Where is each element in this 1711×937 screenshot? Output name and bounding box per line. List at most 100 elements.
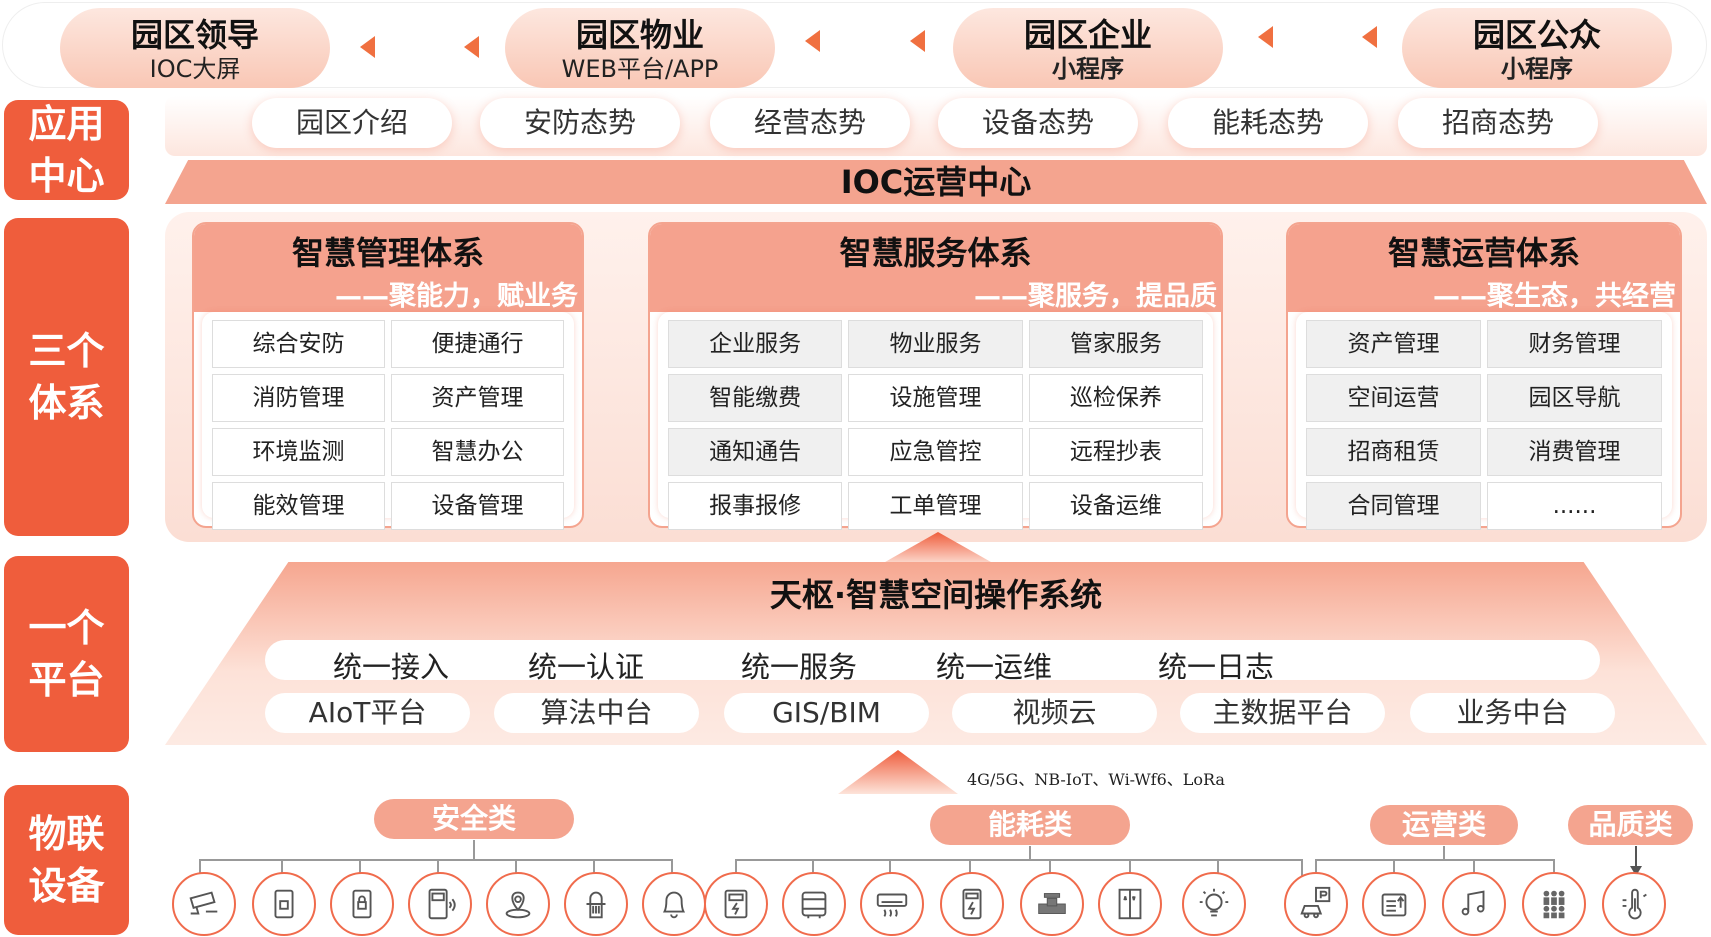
category-energy: 能耗类 xyxy=(930,805,1130,845)
electric-meter-icon xyxy=(704,872,768,936)
system-cell: 智慧办公 xyxy=(391,428,564,476)
access-card-icon xyxy=(252,872,316,936)
system-grid: 企业服务 物业服务 管家服务 智能缴费 设施管理 巡检保养 通知通告 应急管控 … xyxy=(668,320,1203,530)
arrow-left-icon xyxy=(910,30,925,52)
user-public: 园区公众 小程序 xyxy=(1402,8,1672,88)
system-cell: 消费管理 xyxy=(1487,428,1662,476)
platform-module: 算法中台 xyxy=(494,693,699,733)
ioc-center-title: IOC运营中心 xyxy=(165,160,1707,204)
up-arrow-icon xyxy=(838,750,958,794)
system-slogan: ——聚生态，共经营 xyxy=(1433,281,1676,312)
system-title: 智慧运营体系 xyxy=(1387,234,1580,272)
unified-item: 统一日志 xyxy=(1158,650,1275,684)
system-title: 智慧管理体系 xyxy=(291,234,484,272)
system-body: 资产管理 财务管理 空间运营 园区导航 招商租赁 消费管理 合同管理 .....… xyxy=(1296,312,1672,530)
user-title: 园区企业 xyxy=(1023,16,1152,54)
platform-title: 天枢·智慧空间操作系统 xyxy=(769,576,1103,614)
system-cell: 智能缴费 xyxy=(668,374,843,422)
power-meter-icon xyxy=(940,872,1004,936)
system-cell: 能效管理 xyxy=(212,482,385,530)
system-service: 智慧服务体系 ——聚服务，提品质 企业服务 物业服务 管家服务 智能缴费 设施管… xyxy=(648,222,1223,530)
side-label-iot-devices: 物联 设备 xyxy=(4,785,129,935)
elevator-icon xyxy=(1098,872,1162,936)
system-cell: 资产管理 xyxy=(391,374,564,422)
platform-module: AIoT平台 xyxy=(265,693,470,733)
app-item: 能耗态势 xyxy=(1168,98,1368,148)
system-cell: 财务管理 xyxy=(1487,320,1662,368)
water-heater-icon xyxy=(782,872,846,936)
user-title: 园区物业 xyxy=(575,16,704,54)
system-cell: 报事报修 xyxy=(668,482,843,530)
system-cell: 资产管理 xyxy=(1306,320,1481,368)
system-cell: 应急管控 xyxy=(848,428,1023,476)
system-cell: 环境监测 xyxy=(212,428,385,476)
water-valve-icon xyxy=(1020,872,1084,936)
system-body: 企业服务 物业服务 管家服务 智能缴费 设施管理 巡检保养 通知通告 应急管控 … xyxy=(658,312,1213,530)
environment-sensor-icon xyxy=(1602,872,1666,936)
app-item: 设备态势 xyxy=(938,98,1138,148)
category-security: 安全类 xyxy=(374,799,574,839)
user-enterprise: 园区企业 小程序 xyxy=(953,8,1223,88)
system-cell: 管家服务 xyxy=(1028,320,1203,368)
system-cell: 企业服务 xyxy=(668,320,843,368)
device-tree-lines xyxy=(199,840,1642,880)
category-operation: 运营类 xyxy=(1370,805,1518,845)
system-cell: 消防管理 xyxy=(212,374,385,422)
user-sub: 小程序 xyxy=(1052,55,1124,83)
side-label-one-platform: 一个 平台 xyxy=(4,556,129,752)
system-slogan: ——聚能力，赋业务 xyxy=(335,281,578,312)
system-header: 智慧运营体系 ——聚生态，共经营 xyxy=(1288,224,1680,312)
arrow-left-icon xyxy=(1258,26,1273,48)
user-sub: 小程序 xyxy=(1501,55,1573,83)
unified-item: 统一服务 xyxy=(741,650,858,684)
air-conditioner-icon xyxy=(860,872,924,936)
system-header: 智慧服务体系 ——聚服务，提品质 xyxy=(650,224,1221,312)
arrow-left-icon xyxy=(805,30,820,52)
system-title: 智慧服务体系 xyxy=(839,234,1032,272)
system-cell: 综合安防 xyxy=(212,320,385,368)
side-label-three-systems: 三个 体系 xyxy=(4,218,129,536)
camera-icon xyxy=(172,872,236,936)
user-leader: 园区领导 IOC大屏 xyxy=(60,8,330,88)
protocol-text: 4G/5G、NB-IoT、Wi-Wf6、LoRa xyxy=(967,770,1225,789)
system-grid: 资产管理 财务管理 空间运营 园区导航 招商租赁 消费管理 合同管理 .....… xyxy=(1306,320,1662,530)
system-cell: ...... xyxy=(1487,482,1662,530)
unified-item: 统一接入 xyxy=(333,650,450,684)
platform-module: 视频云 xyxy=(952,693,1157,733)
arrow-left-icon xyxy=(360,36,375,58)
signage-icon xyxy=(1362,872,1426,936)
smart-light-icon xyxy=(1182,872,1246,936)
system-cell: 物业服务 xyxy=(848,320,1023,368)
system-header: 智慧管理体系 ——聚能力，赋业务 xyxy=(194,224,582,312)
system-cell: 通知通告 xyxy=(668,428,843,476)
platform-module: GIS/BIM xyxy=(724,693,929,733)
system-cell: 便捷通行 xyxy=(391,320,564,368)
music-icon xyxy=(1442,872,1506,936)
app-item: 招商态势 xyxy=(1398,98,1598,148)
category-quality: 品质类 xyxy=(1568,805,1693,845)
system-cell: 巡检保养 xyxy=(1028,374,1203,422)
system-cell: 设施管理 xyxy=(848,374,1023,422)
unified-item: 统一运维 xyxy=(936,650,1053,684)
user-sub: WEB平台/APP xyxy=(561,55,719,83)
app-item: 安防态势 xyxy=(480,98,680,148)
unified-item: 统一认证 xyxy=(528,650,645,684)
system-cell: 合同管理 xyxy=(1306,482,1481,530)
system-cell: 设备管理 xyxy=(391,482,564,530)
system-grid: 综合安防 便捷通行 消防管理 资产管理 环境监测 智慧办公 能效管理 设备管理 xyxy=(212,320,564,530)
system-body: 综合安防 便捷通行 消防管理 资产管理 环境监测 智慧办公 能效管理 设备管理 xyxy=(202,312,574,530)
user-property: 园区物业 WEB平台/APP xyxy=(505,8,775,88)
unified-bar xyxy=(265,640,1600,680)
system-cell: 工单管理 xyxy=(848,482,1023,530)
fire-hydrant-icon xyxy=(564,872,628,936)
system-cell: 远程抄表 xyxy=(1028,428,1203,476)
platform-module: 主数据平台 xyxy=(1180,693,1385,733)
intercom-icon xyxy=(408,872,472,936)
user-sub: IOC大屏 xyxy=(149,55,241,83)
app-item: 经营态势 xyxy=(710,98,910,148)
user-title: 园区公众 xyxy=(1472,16,1601,54)
user-title: 园区领导 xyxy=(130,16,259,54)
system-cell: 空间运营 xyxy=(1306,374,1481,422)
arrow-left-icon xyxy=(1362,26,1377,48)
patrol-location-icon xyxy=(486,872,550,936)
